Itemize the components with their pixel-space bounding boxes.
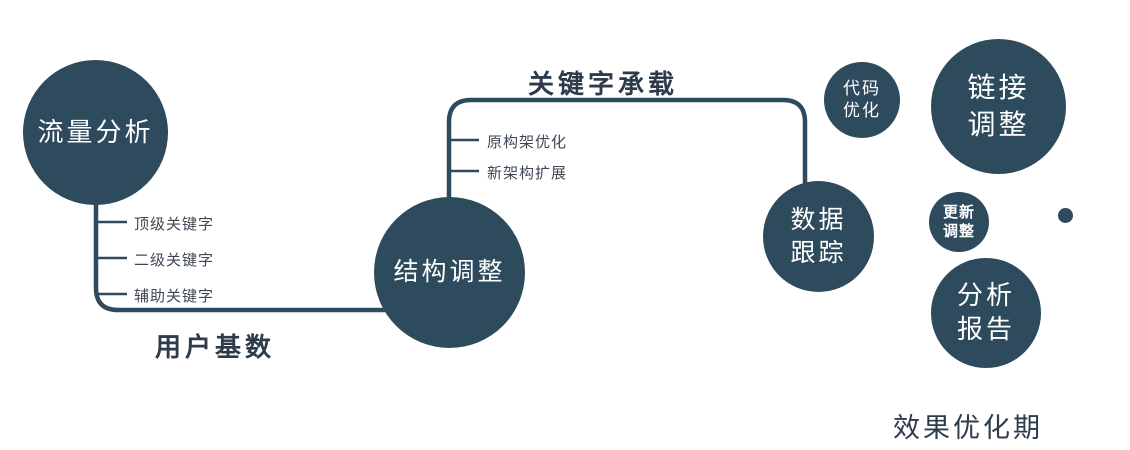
branch-label-auxiliary-keywords: 辅助关键字	[134, 288, 215, 305]
node-small-dot	[1058, 208, 1073, 223]
node-link-adjustment: 链接 调整	[931, 39, 1066, 174]
edge-label-keyword-carry: 关键字承载	[528, 69, 679, 99]
edge-traffic-to-structure	[93, 198, 402, 313]
node-code-optimization: 代码 优化	[824, 62, 900, 138]
caption-effect-optimization: 效果优化期	[893, 413, 1043, 443]
node-update-adjustment: 更新 调整	[929, 192, 989, 252]
branch-label-secondary-keywords: 二级关键字	[134, 252, 215, 269]
branch-label-new-architecture: 新架构扩展	[487, 165, 568, 182]
node-analysis-report: 分析 报告	[931, 258, 1041, 368]
branch-label-top-keywords: 顶级关键字	[134, 216, 215, 233]
node-data-tracking: 数据 跟踪	[763, 181, 874, 292]
edge-structure-to-tracking	[446, 97, 808, 204]
branch-label-original-architecture: 原构架优化	[487, 134, 568, 151]
node-structure-adjustment: 结构调整	[374, 197, 525, 348]
edge-label-user-base: 用户基数	[155, 332, 276, 362]
node-traffic-analysis: 流量分析	[23, 60, 168, 205]
